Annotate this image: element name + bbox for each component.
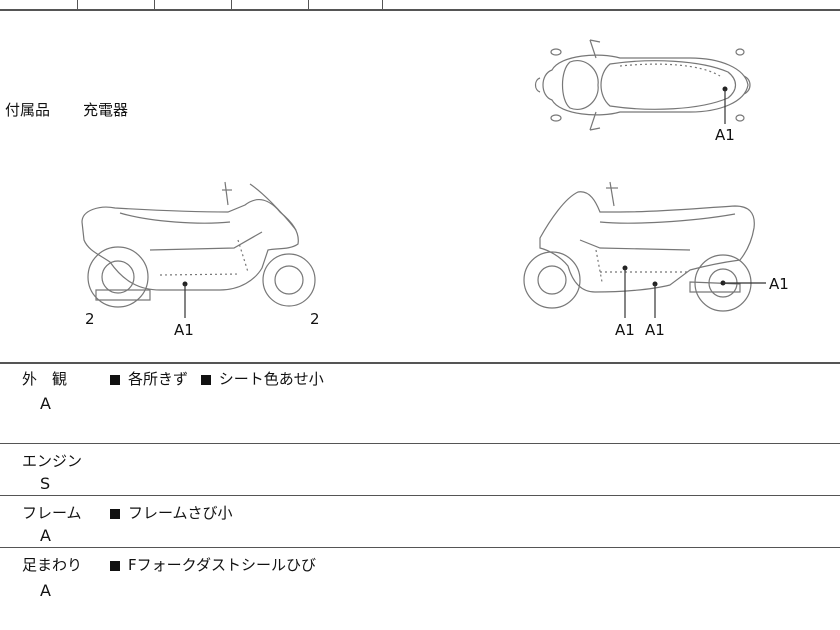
suspension-grade: A [40, 581, 51, 600]
left-view-front-2-callout: 2 [310, 310, 320, 328]
suspension-label: 足まわり [22, 556, 83, 574]
diagram-section-bottom-border [0, 362, 840, 364]
top-cell-divider-1 [77, 0, 78, 10]
top-cell-divider-2 [154, 0, 155, 10]
left-view-rear-2-callout: 2 [85, 310, 95, 328]
frame-notes: フレームさび小 [110, 504, 233, 522]
bullet-icon [110, 375, 120, 385]
exterior-note-1: 各所きず [128, 370, 189, 388]
bullet-icon [110, 509, 120, 519]
damage-location-diagram [81, 39, 766, 318]
frame-label: フレーム [22, 504, 82, 522]
engine-label: エンジン [22, 452, 83, 470]
suspension-notes: Fフォークダストシールひび [110, 556, 316, 574]
exterior-row-bottom-border [0, 443, 840, 444]
right-view-rear-a1-callout: A1 [769, 275, 789, 293]
top-view-a1-callout: A1 [715, 126, 735, 144]
right-view-a1-callout-2: A1 [645, 321, 665, 339]
top-row-border [0, 9, 840, 11]
exterior-label: 外 観 [22, 370, 68, 388]
left-view-a1-callout: A1 [174, 321, 194, 339]
frame-note-1: フレームさび小 [128, 504, 233, 522]
exterior-grade: A [40, 394, 51, 413]
exterior-note-2: シート色あせ小 [218, 370, 324, 388]
frame-row-bottom-border [0, 547, 840, 548]
scooter-left-side-view [81, 181, 316, 318]
exterior-notes: 各所きず シート色あせ小 [110, 370, 324, 388]
bullet-icon [110, 561, 120, 571]
top-cell-divider-5 [382, 0, 383, 10]
accessories-value: 充電器 [83, 101, 129, 119]
bullet-icon [200, 375, 211, 385]
frame-grade: A [40, 526, 51, 545]
engine-grade: S [40, 474, 51, 493]
right-view-a1-callout-1: A1 [615, 321, 635, 339]
scooter-top-view [534, 39, 751, 131]
top-cell-divider-3 [231, 0, 232, 10]
scooter-right-side-view [523, 181, 766, 318]
engine-row-bottom-border [0, 495, 840, 496]
accessories-label: 付属品 [5, 101, 51, 119]
top-cell-divider-4 [308, 0, 309, 10]
suspension-note-1: Fフォークダストシールひび [128, 556, 317, 574]
